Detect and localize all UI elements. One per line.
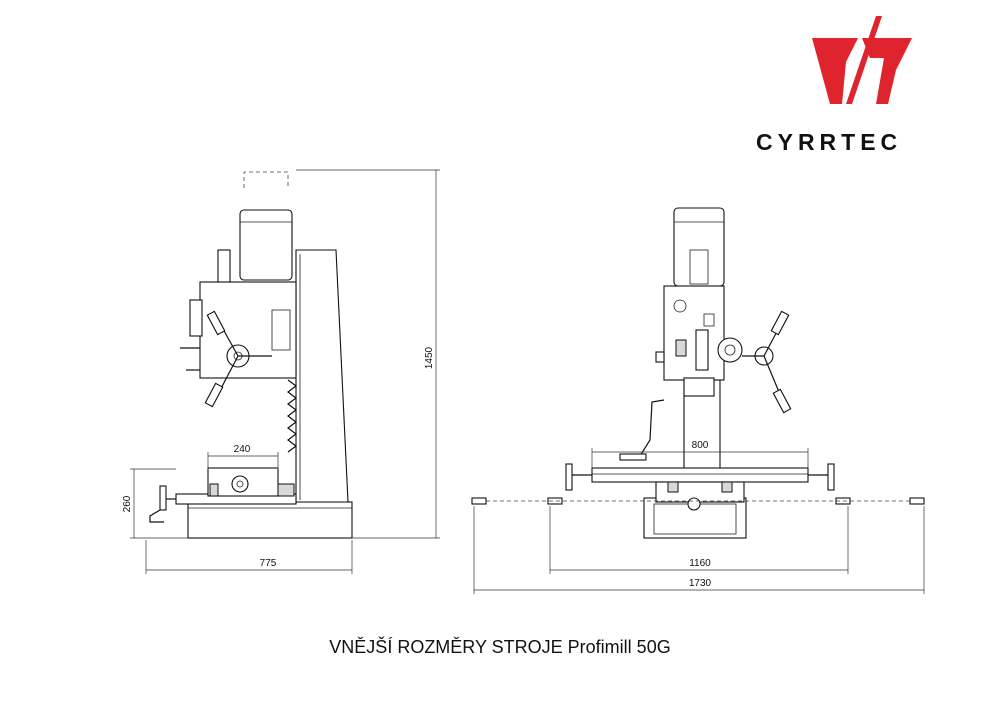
side-column xyxy=(295,249,349,503)
logo-mark-right xyxy=(862,38,912,104)
side-base xyxy=(187,501,353,539)
brand-name: CYRRTEC xyxy=(756,129,902,155)
logo-mark-left xyxy=(812,38,858,104)
dim-overall-height: 1450 xyxy=(424,346,435,369)
dim-table-height: 260 xyxy=(122,495,133,512)
side-motor xyxy=(239,209,293,281)
dim-base-depth: 775 xyxy=(260,558,277,569)
front-head xyxy=(663,285,725,381)
dim-overall-width: 1730 xyxy=(689,578,712,589)
front-column xyxy=(683,379,721,481)
dim-travel-width: 1160 xyxy=(689,558,711,569)
side-head xyxy=(199,281,297,379)
front-dial xyxy=(717,337,743,363)
front-view: 800 1160 1730 xyxy=(471,207,925,594)
drawing-caption: VNĚJŠÍ ROZMĚRY STROJE Profimill 50G xyxy=(329,637,671,657)
dim-table-length: 800 xyxy=(692,440,709,451)
side-view: 1450 240 260 775 xyxy=(122,169,440,574)
side-motor-raised-outline xyxy=(243,171,289,188)
cyrrtec-logo: CYRRTEC xyxy=(756,16,912,155)
logo-mark-slash xyxy=(846,16,882,104)
front-motor xyxy=(673,207,725,287)
dim-table-width-side: 240 xyxy=(234,444,251,455)
side-bellows xyxy=(287,379,297,453)
front-table xyxy=(591,467,809,483)
